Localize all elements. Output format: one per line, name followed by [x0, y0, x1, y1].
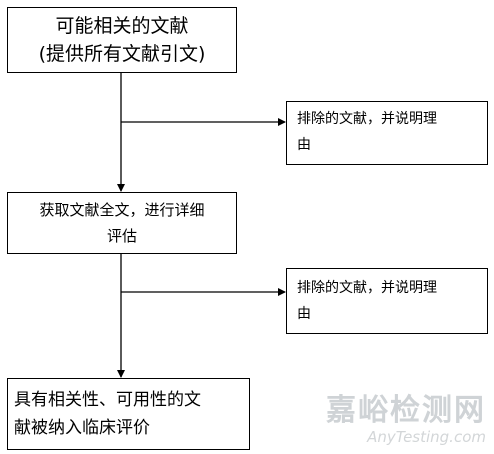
- step2-line2: 评估: [106, 227, 137, 245]
- exclusion-box-1: 排除的文献，并说明理 由: [286, 101, 488, 165]
- exclusion-box-2: 排除的文献，并说明理 由: [286, 268, 488, 334]
- watermark: 嘉峪检测网 AnyTesting.com: [326, 393, 486, 447]
- step3-line2: 献被纳入临床评价: [14, 418, 150, 438]
- step-full-text-assessment: 获取文献全文，进行详细 评估: [7, 192, 237, 254]
- watermark-chinese: 嘉峪检测网: [326, 393, 486, 428]
- exclusion1-line2: 由: [297, 137, 311, 153]
- step-possibly-relevant-literature: 可能相关的文献 (提供所有文献引文): [7, 7, 237, 73]
- step-included-literature: 具有相关性、可用性的文 献被纳入临床评价: [7, 378, 250, 450]
- watermark-english: AnyTesting.com: [367, 428, 486, 446]
- step1-line2: (提供所有文献引文): [38, 43, 206, 65]
- step1-line1: 可能相关的文献: [55, 15, 189, 37]
- step2-line1: 获取文献全文，进行详细: [39, 201, 205, 219]
- exclusion2-line1: 排除的文献，并说明理: [297, 280, 437, 296]
- exclusion1-line1: 排除的文献，并说明理: [297, 111, 437, 127]
- exclusion2-line2: 由: [297, 306, 311, 322]
- step3-line1: 具有相关性、可用性的文: [14, 390, 201, 410]
